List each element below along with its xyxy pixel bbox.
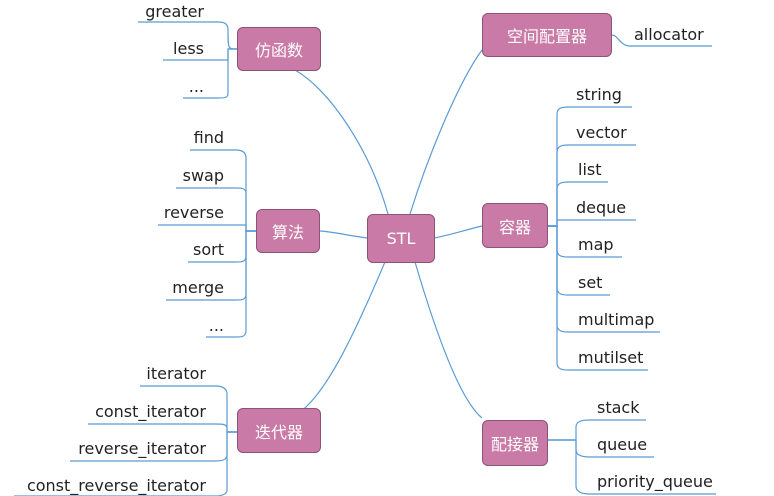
leaf-functors-1[interactable]: less <box>173 39 204 58</box>
leaf-containers-6[interactable]: multimap <box>578 310 655 329</box>
leaf-algorithms-3[interactable]: sort <box>193 240 224 259</box>
leaf-containers-7[interactable]: mutilset <box>578 348 644 367</box>
leaf-iterators-2[interactable]: reverse_iterator <box>78 439 206 458</box>
leaf-containers-5[interactable]: set <box>578 273 603 292</box>
connector-center-functors <box>294 69 389 215</box>
branch-node-allocator[interactable]: 空间配置器 <box>482 13 612 57</box>
leaf-containers-0[interactable]: string <box>576 85 622 104</box>
branch-label-algorithms: 算法 <box>271 223 304 242</box>
leaf-containers-2[interactable]: list <box>578 160 602 179</box>
leaf-algorithms-0[interactable]: find <box>193 128 224 147</box>
branch-node-containers[interactable]: 容器 <box>482 203 548 248</box>
center-node-label: STL <box>386 229 416 248</box>
leaf-containers-1[interactable]: vector <box>576 123 627 142</box>
leaf-iterators-3[interactable]: const_reverse_iterator <box>26 476 206 495</box>
leaf-containers-3[interactable]: deque <box>576 198 627 217</box>
branch-label-allocator: 空间配置器 <box>506 27 587 46</box>
branch-label-containers: 容器 <box>498 217 531 237</box>
leaf-algorithms-2[interactable]: reverse <box>163 203 224 222</box>
leaf-iterators-1[interactable]: const_iterator <box>95 402 206 421</box>
connector-center-algorithms <box>319 230 369 239</box>
branch-node-iterators[interactable]: 迭代器 <box>237 408 321 453</box>
leaf-adapters-2[interactable]: priority_queue <box>597 472 713 491</box>
leaf-iterators-0[interactable]: iterator <box>146 364 206 383</box>
leaf-adapters-0[interactable]: stack <box>597 398 640 417</box>
leaf-algorithms-1[interactable]: swap <box>182 166 224 185</box>
center-node-stl[interactable]: STL <box>367 214 435 263</box>
connector-center-containers <box>433 225 483 239</box>
connector-center-adapters <box>414 261 483 419</box>
connector-center-allocator <box>409 49 483 215</box>
branch-node-functors[interactable]: 仿函数 <box>237 27 321 71</box>
leaf-allocator-0[interactable]: allocator <box>634 25 704 44</box>
leaf-algorithms-5[interactable]: ... <box>208 316 224 335</box>
branch-node-adapters[interactable]: 配接器 <box>482 420 548 466</box>
leaf-functors-2[interactable]: ... <box>188 77 204 96</box>
leaf-adapters-1[interactable]: queue <box>597 435 648 454</box>
leaf-algorithms-4[interactable]: merge <box>172 278 224 297</box>
connector-center-iterators <box>299 261 386 413</box>
leaf-functors-0[interactable]: greater <box>145 2 204 21</box>
leaf-containers-4[interactable]: map <box>578 235 614 254</box>
branch-label-iterators: 迭代器 <box>254 422 303 442</box>
branch-label-adapters: 配接器 <box>490 435 539 454</box>
branch-node-algorithms[interactable]: 算法 <box>256 209 320 253</box>
branch-label-functors: 仿函数 <box>254 41 303 60</box>
